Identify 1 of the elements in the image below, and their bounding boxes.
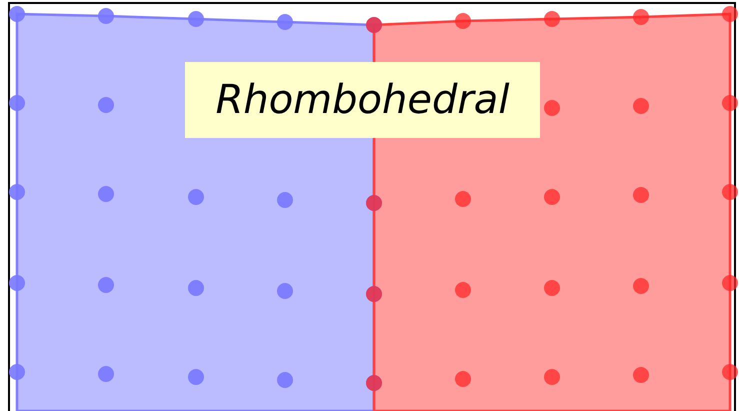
- title-label: Rhombohedral: [185, 62, 540, 138]
